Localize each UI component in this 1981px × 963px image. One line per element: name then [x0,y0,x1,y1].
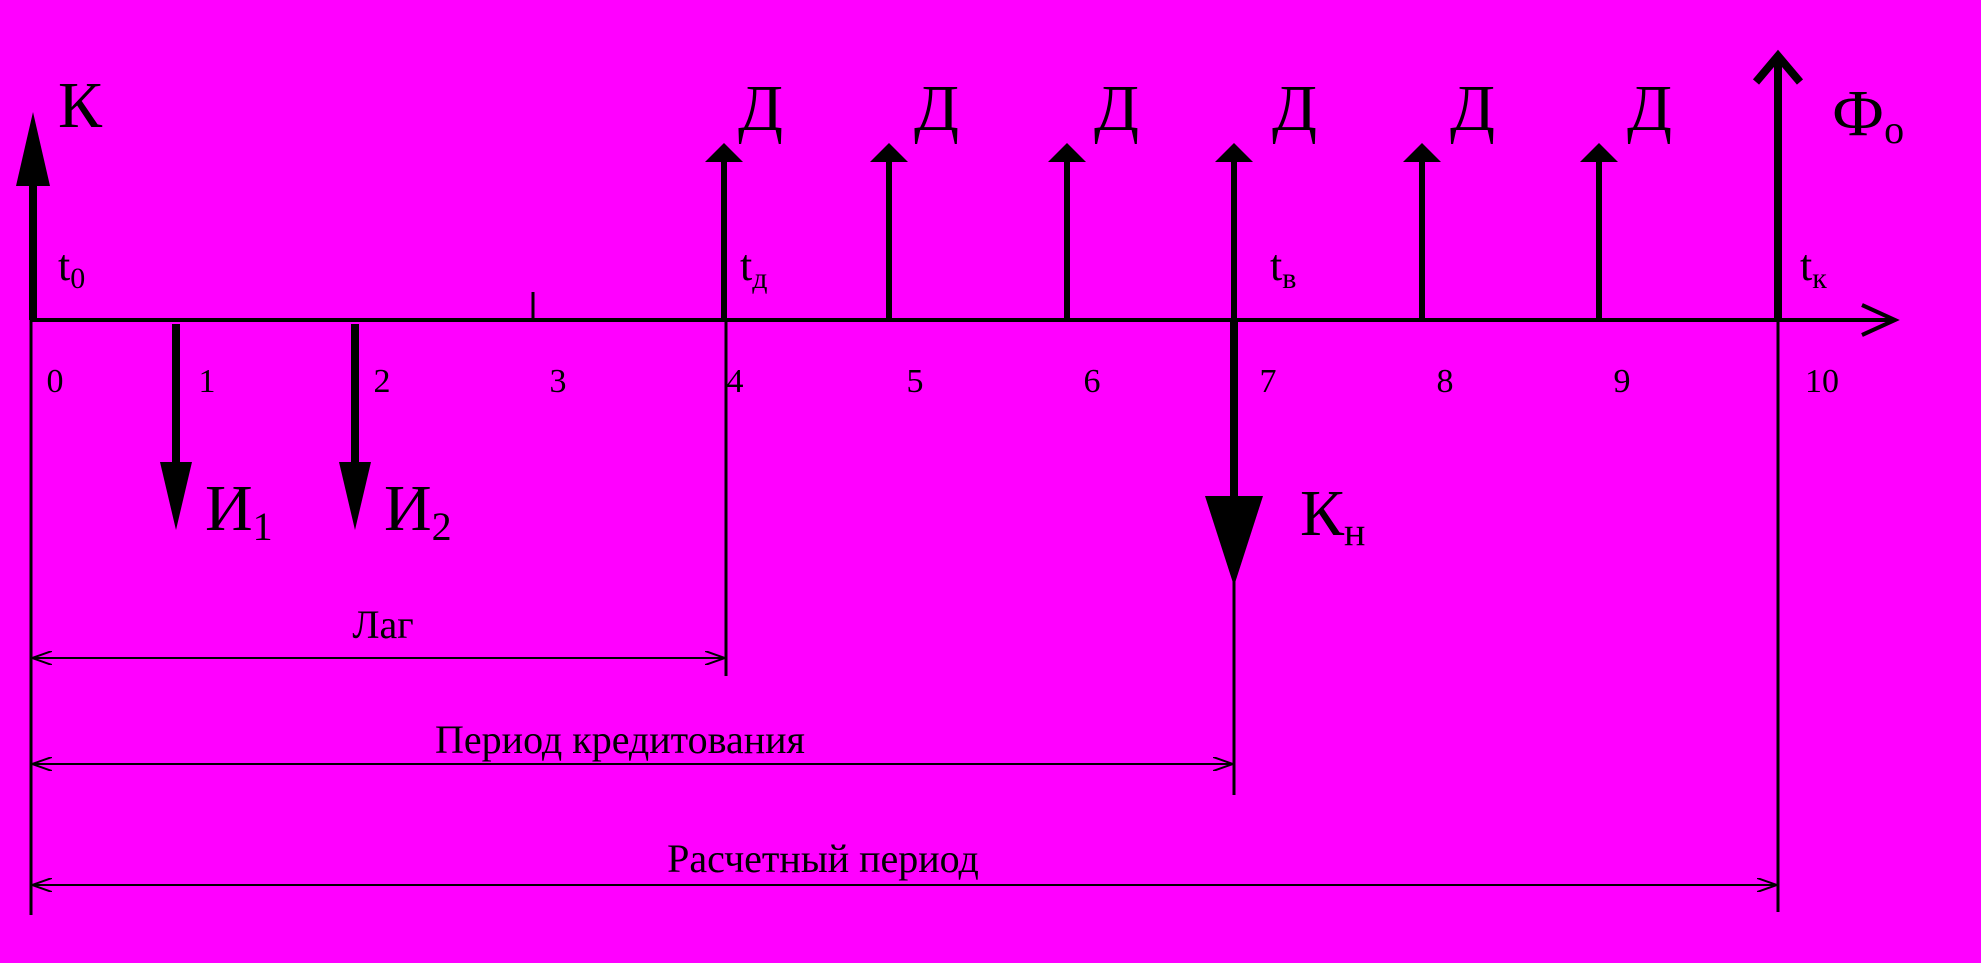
capital-label: К [58,69,103,142]
loan-repayment-arrow [1205,320,1263,586]
point-tv-label: tв [1270,241,1296,295]
investment-label-1: И1 [205,472,273,549]
income-label-5: Д [914,72,959,145]
income-arrow-5 [870,143,908,320]
tick-label-10: 10 [1805,363,1839,400]
tick-label-8: 8 [1437,363,1454,400]
tick-label-1: 1 [199,363,216,400]
capital-arrow [16,112,50,320]
tick-label-3: 3 [550,363,567,400]
investment-label-2: И2 [384,472,452,549]
point-td-label: tд [740,241,768,295]
tick-label-6: 6 [1084,363,1101,400]
calc-period-label: Расчетный период [667,836,979,881]
axis-tick-labels: 0 1 2 3 4 5 6 7 8 9 10 [47,363,1840,400]
income-label-8: Д [1450,72,1495,145]
final-fund-label: Фо [1832,77,1904,152]
tick-label-2: 2 [374,363,391,400]
income-arrow-9 [1580,143,1618,320]
point-tk-label: tк [1800,241,1827,295]
income-arrow-6 [1048,143,1086,320]
loan-repayment-label: Кн [1300,477,1365,554]
income-label-9: Д [1627,72,1672,145]
tick-label-5: 5 [907,363,924,400]
credit-period-label: Период кредитования [435,717,805,762]
income-label-6: Д [1094,72,1139,145]
tick-label-9: 9 [1614,363,1631,400]
income-label-7: Д [1272,72,1317,145]
income-label-4: Д [738,72,783,145]
investment-arrow-1 [160,324,192,530]
income-arrow-7 [1215,143,1253,320]
final-fund-arrow [1752,49,1804,320]
tick-label-0: 0 [47,363,64,400]
income-arrow-4 [705,143,743,320]
tick-label-4: 4 [727,363,744,400]
income-arrow-8 [1403,143,1441,320]
period-boundaries [29,320,1780,915]
lag-span-label: Лаг [352,602,413,647]
tick-label-7: 7 [1260,363,1277,400]
point-t0-label: t0 [58,241,85,295]
investment-arrow-2 [339,324,371,530]
time-axis [30,292,1900,337]
